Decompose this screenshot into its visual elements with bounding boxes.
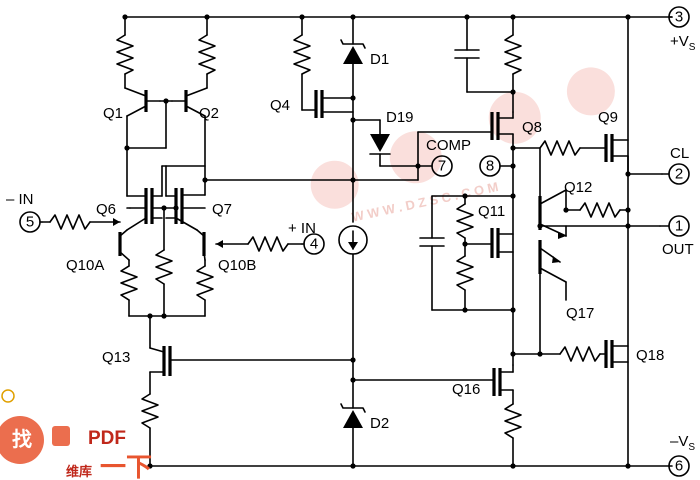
label-d19: D19	[386, 109, 414, 126]
label-q13: Q13	[102, 349, 130, 366]
label-cl: CL	[670, 145, 689, 162]
pin-3: 3	[675, 9, 683, 26]
pin-labels: +VS CL OUT –VS	[662, 33, 696, 453]
badge-text-b: 维库	[66, 464, 92, 479]
comp-section: COMP	[379, 131, 493, 181]
label-q12: Q12	[564, 179, 592, 196]
pin-6: 6	[675, 458, 683, 475]
label-q4: Q4	[270, 97, 290, 114]
label-minus-in: – IN	[6, 191, 34, 208]
badge-text-a: 找	[12, 427, 32, 451]
output-stage: Q8 Q9 Q12	[419, 16, 664, 469]
badge-text-c: 一下	[100, 452, 152, 480]
label-q8: Q8	[522, 119, 542, 136]
pin-2: 2	[675, 166, 683, 183]
q13-tail: Q13	[102, 346, 354, 469]
label-d1: D1	[370, 51, 389, 68]
q6-q7-cascode: Q6 Q7	[96, 147, 419, 224]
label-q9: Q9	[598, 109, 618, 126]
bias-column: D1 Q4 D19 D2	[122, 14, 631, 469]
label-q17: Q17	[566, 305, 594, 322]
label-vs-minus: –VS	[670, 433, 695, 453]
label-q6: Q6	[96, 201, 116, 218]
q1-q2-mirror: Q1 Q2	[103, 16, 219, 196]
pin-7: 7	[438, 158, 446, 175]
label-q1: Q1	[103, 105, 123, 122]
label-vs-plus: +VS	[670, 33, 696, 53]
pin-4: 4	[310, 236, 318, 253]
label-q10a: Q10A	[66, 257, 104, 274]
q10-input-pair: Q10A Q10B – IN + IN	[6, 191, 316, 349]
supply-rails	[124, 16, 673, 467]
label-plus-in: + IN	[288, 220, 316, 237]
label-d2: D2	[370, 415, 389, 432]
label-q11: Q11	[478, 203, 505, 220]
pin-5: 5	[26, 214, 34, 231]
pin-circles: 3 2 1 6 5 4 7 8	[19, 6, 690, 477]
pin-1: 1	[675, 218, 683, 235]
label-q16: Q16	[452, 381, 480, 398]
label-q2: Q2	[199, 105, 219, 122]
label-q10b: Q10B	[218, 257, 256, 274]
label-comp: COMP	[426, 137, 471, 154]
watermark-badge: 找 PDF 维库 一下	[0, 389, 152, 480]
pin-8: 8	[486, 158, 494, 175]
badge-text-pdf: PDF	[88, 428, 126, 449]
label-q7: Q7	[212, 201, 232, 218]
label-q18: Q18	[636, 347, 664, 364]
label-out: OUT	[662, 241, 694, 258]
